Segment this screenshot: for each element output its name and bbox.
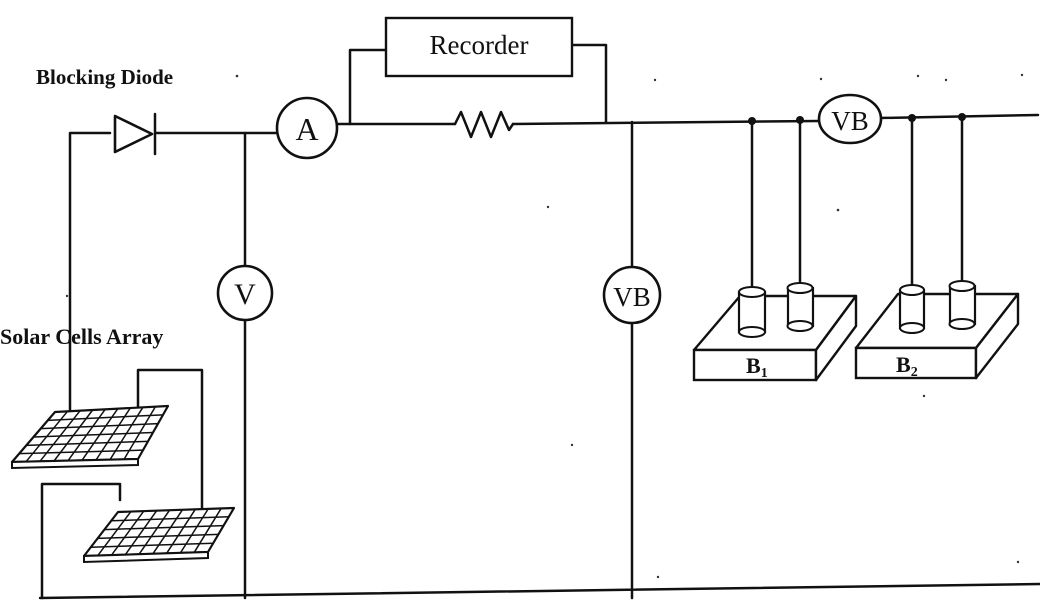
blocking-diode-label: Blocking Diode — [36, 65, 173, 89]
junction-dots — [748, 113, 966, 125]
battery-voltmeter-label: VB — [613, 282, 651, 312]
wire-array-to-diode — [68, 131, 112, 422]
wire-bottom-rail — [38, 582, 1040, 600]
junction-dot — [748, 117, 756, 125]
resistor — [453, 110, 515, 139]
recorder: Recorder — [384, 16, 574, 78]
solar-cells-array-label: Solar Cells Array — [0, 324, 163, 349]
battery-b2: B2 — [854, 280, 1020, 380]
battery-voltmeter-2-label: VB — [831, 106, 869, 136]
wire-resistor-to-batteries — [511, 119, 820, 126]
ammeter: A — [275, 96, 339, 160]
junction-dot — [958, 113, 966, 121]
battery-b2-label: B2 — [896, 352, 918, 380]
solar-panel-bottom — [82, 506, 236, 564]
blocking-diode — [113, 112, 157, 156]
solar-panel-top — [10, 404, 170, 470]
wire-panel-link — [136, 368, 204, 514]
wire-recorder-right — [570, 43, 608, 124]
recorder-label: Recorder — [430, 30, 529, 60]
battery-b1: B1 — [692, 282, 858, 382]
wire-recorder-left — [348, 48, 388, 126]
battery-voltmeter-middle: VB — [602, 265, 662, 325]
junction-dot — [908, 114, 916, 122]
junction-dot — [796, 116, 804, 124]
wire-array-bottom — [40, 482, 122, 600]
scan-specks — [65, 73, 1024, 579]
wires — [38, 43, 1040, 600]
battery-b1-label: B1 — [746, 353, 768, 381]
voltmeter-label: V — [234, 278, 256, 311]
battery-terminal — [786, 282, 815, 332]
battery-voltmeter-top: VB — [817, 93, 883, 145]
battery-terminal — [737, 286, 767, 338]
voltmeter: V — [216, 264, 274, 322]
ammeter-label: A — [295, 111, 318, 147]
battery-terminal — [948, 280, 977, 330]
battery-terminal — [898, 284, 926, 334]
